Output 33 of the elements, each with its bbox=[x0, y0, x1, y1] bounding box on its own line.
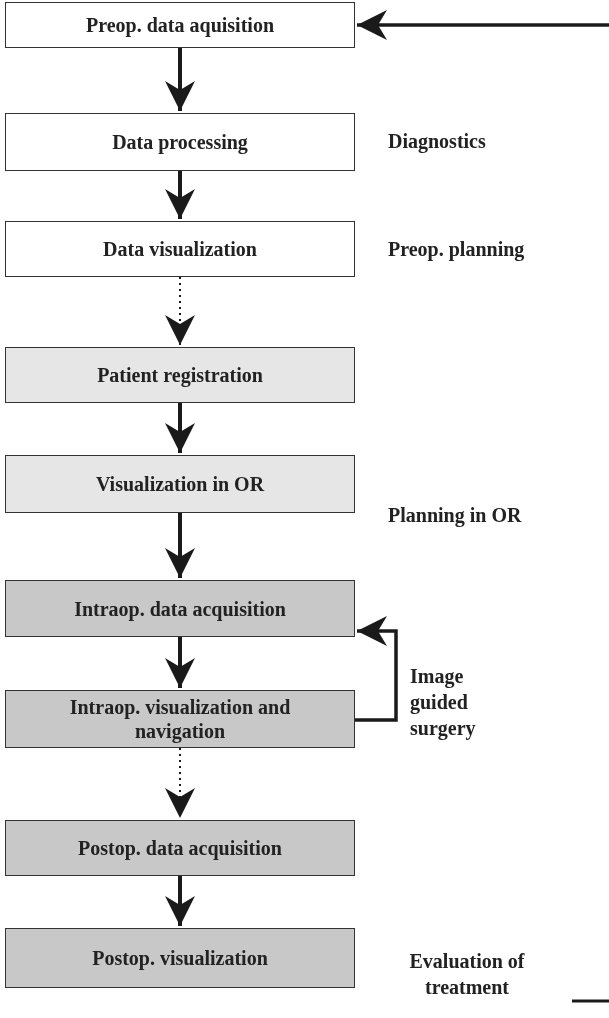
phase-label: Evaluation of treatment bbox=[408, 949, 526, 1000]
arrow bbox=[165, 48, 195, 111]
process-box bbox=[5, 113, 355, 171]
box-label: Postop. visualization bbox=[91, 946, 269, 970]
process-box bbox=[5, 221, 355, 277]
process-box bbox=[5, 455, 355, 513]
arrow bbox=[165, 637, 195, 688]
box-label: Preop. data aquisition bbox=[85, 13, 275, 37]
arrow bbox=[165, 513, 195, 578]
arrow bbox=[165, 403, 195, 453]
box-label: Data visualization bbox=[102, 237, 258, 261]
arrow bbox=[165, 876, 195, 926]
arrow bbox=[357, 10, 609, 40]
box-label: Data processing bbox=[111, 130, 249, 154]
arrow bbox=[355, 616, 398, 722]
arrow bbox=[165, 276, 195, 346]
process-box bbox=[5, 928, 355, 988]
phase-label: Image guided surgery bbox=[410, 664, 477, 741]
process-box bbox=[5, 820, 355, 876]
arrow bbox=[165, 171, 195, 219]
arrow bbox=[165, 747, 195, 819]
process-box bbox=[5, 347, 355, 403]
process-box bbox=[5, 580, 355, 637]
process-box bbox=[5, 690, 355, 748]
process-box bbox=[5, 2, 355, 48]
box-label: Patient registration bbox=[96, 363, 264, 387]
box-label: Intraop. data acquisition bbox=[73, 596, 287, 621]
phase-label: Diagnostics bbox=[388, 129, 487, 154]
phase-label: Preop. planning bbox=[388, 237, 526, 262]
box-label: Intraop. visualization and navigation bbox=[68, 695, 292, 743]
phase-label: Planning in OR bbox=[388, 503, 523, 528]
box-label: Visualization in OR bbox=[94, 472, 266, 496]
box-label: Postop. data acquisition bbox=[77, 836, 283, 860]
